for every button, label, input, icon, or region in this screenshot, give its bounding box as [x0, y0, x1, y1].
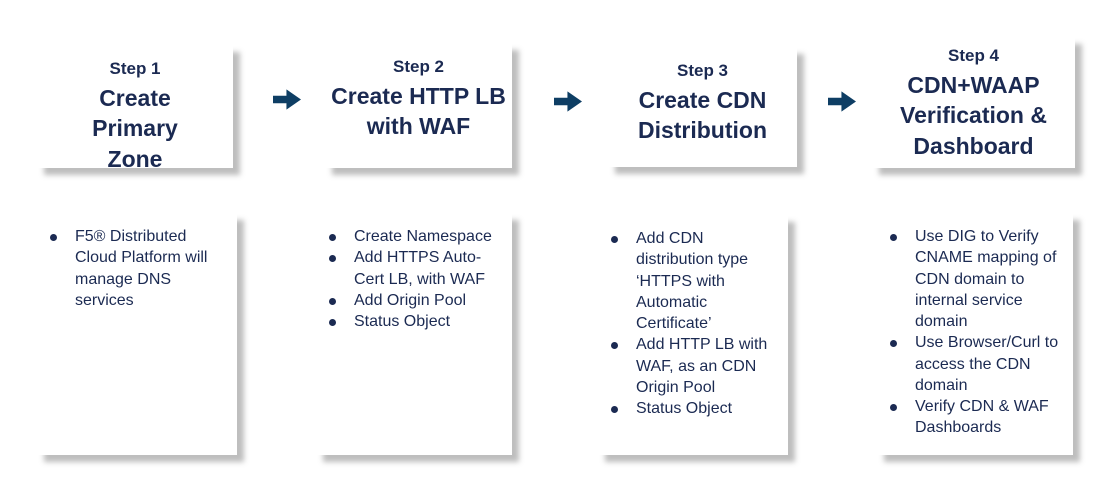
- step-2-bullet-list: Create Namespace Add HTTPS Auto-Cert LB,…: [316, 213, 512, 332]
- bullet-item: F5® Distributed Cloud Platform will mana…: [37, 226, 229, 311]
- step-1-header-card: Step 1 Create Primary Zone: [37, 45, 233, 172]
- bullet-item: Status Object: [598, 398, 780, 419]
- step-1-title: Create Primary Zone: [92, 85, 178, 172]
- arrow-right-icon: [273, 89, 301, 110]
- bullet-item: Create Namespace: [316, 226, 504, 247]
- step-1-bullet-list: F5® Distributed Cloud Platform will mana…: [37, 213, 237, 311]
- bullet-item: Add HTTP LB with WAF, as an CDN Origin P…: [598, 334, 780, 398]
- step-4-details-card: Use DIG to Verify CNAME mapping of CDN d…: [877, 213, 1073, 455]
- step-2-title: Create HTTP LB with WAF: [331, 83, 506, 140]
- step-4-label: Step 4: [947, 46, 1000, 65]
- step-4-title: CDN+WAAP Verification & Dashboard: [900, 72, 1047, 159]
- step-1-details-card: F5® Distributed Cloud Platform will mana…: [37, 213, 237, 455]
- step-3-details-card: Add CDN distribution type ‘HTTPS with Au…: [598, 215, 788, 455]
- arrow-right-icon: [554, 91, 582, 112]
- step-1-label: Step 1: [109, 59, 161, 78]
- bullet-item: Add CDN distribution type ‘HTTPS with Au…: [598, 228, 780, 334]
- bullet-item: Status Object: [316, 311, 504, 332]
- step-4-bullet-list: Use DIG to Verify CNAME mapping of CDN d…: [877, 213, 1073, 439]
- bullet-item: Verify CDN & WAF Dashboards: [877, 396, 1065, 439]
- step-3-label: Step 3: [676, 61, 729, 80]
- step-3-title: Create CDN Distribution: [637, 87, 768, 144]
- bullet-item: Use Browser/Curl to access the CDN domai…: [877, 332, 1065, 396]
- step-2-details-card: Create Namespace Add HTTPS Auto-Cert LB,…: [316, 213, 512, 455]
- step-4-header-card: Step 4 CDN+WAAP Verification & Dashboard: [872, 37, 1075, 168]
- arrow-right-icon: [828, 91, 856, 112]
- bullet-item: Add Origin Pool: [316, 290, 504, 311]
- step-3-bullet-list: Add CDN distribution type ‘HTTPS with Au…: [598, 215, 788, 419]
- step-2-header-card: Step 2 Create HTTP LB with WAF: [325, 43, 512, 168]
- bullet-item: Add HTTPS Auto-Cert LB, with WAF: [316, 247, 504, 290]
- step-3-header-card: Step 3 Create CDN Distribution: [608, 47, 797, 167]
- bullet-item: Use DIG to Verify CNAME mapping of CDN d…: [877, 226, 1065, 332]
- step-2-label: Step 2: [392, 57, 445, 76]
